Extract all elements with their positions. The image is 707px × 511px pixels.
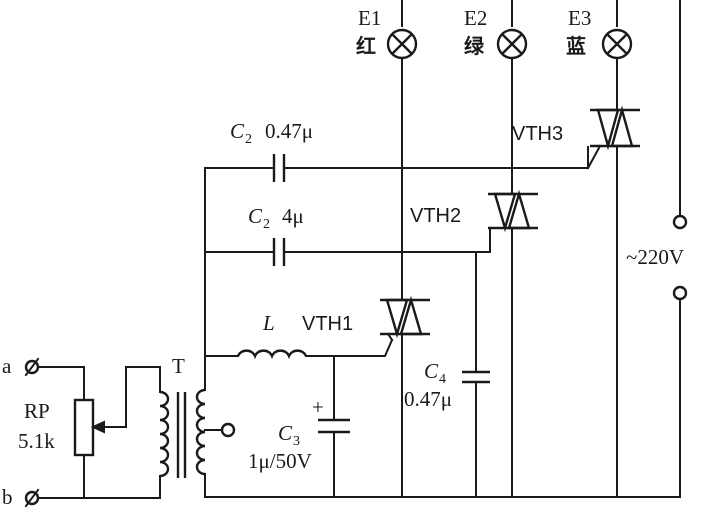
c4-symbol: C: [424, 359, 439, 383]
rp-wiper-arrow: [90, 420, 105, 434]
primary-winding: [159, 390, 170, 478]
inductor-coil: [236, 349, 308, 360]
terminal-a-label: a: [2, 354, 12, 378]
wire-vth2-gate-c4: [475, 251, 491, 373]
lamp-e3-color: 蓝: [566, 34, 586, 58]
supply-terminal-top: [672, 214, 688, 230]
c4-sub: 4: [439, 372, 446, 387]
wire-rp-wiper: [103, 366, 161, 428]
triac-vth3: VTH3: [512, 105, 640, 170]
wire-a-rp: [37, 366, 85, 401]
secondary-winding: [195, 388, 206, 476]
rp-body: [73, 398, 95, 457]
vth1-label: VTH1: [302, 313, 353, 335]
inductor-l: L: [204, 311, 335, 360]
c3-symbol: C: [278, 421, 293, 445]
vth3-label: VTH3: [512, 123, 563, 145]
input-terminal-a: a: [2, 354, 40, 378]
c2-top-sub: 2: [245, 132, 252, 147]
rp-value: 5.1k: [18, 429, 55, 453]
c4-value: 0.47μ: [404, 387, 452, 411]
terminal-b-label: b: [2, 485, 13, 509]
lamp-e2-id: E2: [464, 6, 487, 30]
potentiometer-rp: RP 5.1k: [18, 366, 161, 457]
transformer-t: T: [159, 354, 236, 499]
lamp-e1: E1 红: [356, 6, 418, 60]
lamp-e1-color: 红: [356, 34, 376, 58]
input-terminal-b: b: [2, 485, 40, 509]
supply-terminal-bottom: [672, 285, 688, 301]
c3-value: 1μ/50V: [248, 449, 312, 473]
lamp-e2-color: 绿: [464, 34, 485, 58]
inductor-label: L: [262, 311, 275, 335]
rp-name: RP: [24, 399, 50, 423]
lamp-e2: E2 绿: [464, 6, 528, 60]
transformer-label: T: [172, 354, 185, 378]
wire-b-rp: [37, 454, 85, 499]
c3-polarity: +: [312, 395, 324, 419]
capacitor-c3: + C 3 1μ/50V: [248, 355, 350, 498]
c3-sub: 3: [293, 434, 300, 449]
vth2-label: VTH2: [410, 205, 461, 227]
capacitor-c2-top: C 2 0.47μ: [204, 119, 589, 182]
lamp-e3-id: E3: [568, 6, 591, 30]
c2-mid-symbol: C: [248, 204, 263, 228]
capacitor-c4: C 4 0.47μ: [404, 359, 490, 498]
supply-label: ~220V: [626, 245, 684, 269]
wire-vth1-gate: [333, 338, 394, 357]
lamp-e1-id: E1: [358, 6, 381, 30]
lamp-e3: E3 蓝: [566, 6, 633, 60]
supply-220v: ~220V: [626, 214, 688, 301]
c2-top-symbol: C: [230, 119, 245, 143]
triac-vth1: VTH1: [302, 295, 430, 342]
c2-mid-sub: 2: [263, 217, 270, 232]
triac-vth2: VTH2: [410, 189, 538, 233]
c2-mid-value: 4μ: [282, 204, 304, 228]
c2-top-value: 0.47μ: [265, 119, 313, 143]
center-tap-terminal: [220, 422, 236, 438]
